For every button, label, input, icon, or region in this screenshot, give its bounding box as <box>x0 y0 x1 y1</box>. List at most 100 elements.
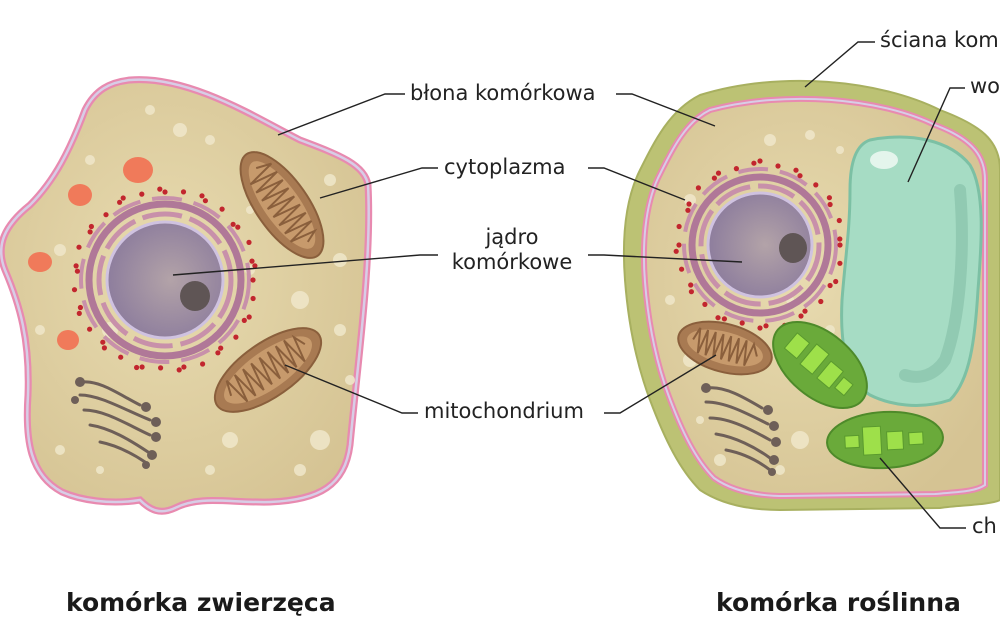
animal-mitochondrion-1 <box>239 151 325 259</box>
ribosome-dot <box>676 223 682 230</box>
ribosome-dot <box>241 317 247 323</box>
ribosome-dot <box>100 339 106 345</box>
ribosome-dot <box>246 314 252 320</box>
ribosome-dot <box>181 364 187 370</box>
plant-endoplasmic-reticulum <box>682 167 838 323</box>
ribosome-dot <box>117 199 123 205</box>
ribosome-dot <box>250 277 256 283</box>
ribosome-dot <box>233 334 239 340</box>
plant-cytoplasm-granules <box>665 130 844 475</box>
ribosome-dot <box>751 160 757 166</box>
ribosome-dot <box>673 248 679 254</box>
lysosome <box>28 252 52 272</box>
ribosome-dot <box>77 304 83 311</box>
ribosome-dot <box>139 364 145 370</box>
animal-cell-membrane-inner <box>0 78 370 513</box>
ribosome-dot <box>87 326 93 332</box>
ribosome-dot <box>134 364 140 371</box>
lysosome <box>57 330 79 350</box>
lysosomes <box>28 157 153 350</box>
ribosome-dot <box>215 350 221 356</box>
ribosome-dot <box>199 193 205 199</box>
label-cell-wall: ściana kom <box>880 28 999 52</box>
ribosome-dot <box>176 367 182 373</box>
ribosome-dot <box>219 206 225 212</box>
leader-nucleus-animal <box>172 254 438 276</box>
ribosome-dot <box>837 236 843 242</box>
ribosome-dot <box>818 298 824 305</box>
ribosome-dot <box>827 282 833 289</box>
ribosome-dot <box>688 282 694 288</box>
ribosome-dot <box>235 224 241 230</box>
ribosome-dot <box>695 185 702 191</box>
ribosome-dot <box>71 287 78 293</box>
ribosome-dot <box>180 189 187 195</box>
plant-golgi-vesicles <box>701 383 781 476</box>
ribosome-dot <box>797 173 803 179</box>
ribosome-dot <box>715 315 721 321</box>
ribosome-dot <box>733 166 740 172</box>
label-nucleus-line2: komórkowe <box>451 250 573 275</box>
title-animal-cell: komórka zwierzęca <box>66 588 336 617</box>
ribosome-dot <box>798 313 804 319</box>
lysosome <box>68 184 92 206</box>
ribosome-dot <box>688 289 695 295</box>
plant-golgi <box>704 386 772 472</box>
ribosome-dot <box>162 189 168 195</box>
ribosome-dot <box>202 198 208 204</box>
ribosome-dot <box>802 308 808 314</box>
leader-nucleus-plant <box>588 254 743 263</box>
plant-mitochondrion <box>677 320 773 376</box>
animal-nucleolus <box>180 281 210 311</box>
ribosome-dot <box>685 207 691 213</box>
animal-ribosomes <box>71 186 258 373</box>
ribosome-dot <box>252 263 258 269</box>
ribosome-dot <box>76 310 82 316</box>
ribosome-dot <box>836 217 842 224</box>
ribosome-dot <box>813 182 819 188</box>
ribosome-dot <box>139 191 145 197</box>
leader-chloroplast <box>879 457 966 529</box>
plant-cell-membrane-inner <box>642 97 986 498</box>
leader-mitochondrion-animal <box>284 364 418 414</box>
plant-chloroplast-2 <box>826 410 944 470</box>
leader-membrane-animal <box>277 93 405 136</box>
plant-nucleus <box>706 191 814 299</box>
animal-nucleus <box>105 220 225 340</box>
ribosome-dot <box>120 195 126 201</box>
title-plant-cell: komórka roślinna <box>716 588 961 617</box>
ribosome-dot <box>88 223 94 230</box>
label-nucleus-line1: jądro <box>485 225 539 249</box>
ribosome-dot <box>837 242 843 248</box>
ribosome-dot <box>230 221 236 227</box>
ribosome-dot <box>827 201 833 208</box>
label-nucleus: jądro komórkowe <box>440 225 584 275</box>
ribosome-dot <box>73 263 79 269</box>
leader-cell-wall <box>804 41 875 88</box>
ribosome-dot <box>833 278 839 285</box>
ribosome-dot <box>87 229 93 235</box>
label-chloroplast: ch <box>972 514 997 538</box>
animal-mitochondrion-2 <box>213 327 323 413</box>
leader-mitochondrion-plant <box>604 354 717 414</box>
ribosome-dot <box>249 258 255 264</box>
ribosome-dot <box>702 301 708 307</box>
plant-nucleolus <box>779 233 807 263</box>
ribosome-dot <box>775 163 781 169</box>
ribosome-dot <box>676 242 682 248</box>
ribosome-dot <box>679 266 685 272</box>
label-vacuole: wo <box>970 74 1000 98</box>
ribosome-dot <box>76 244 82 250</box>
animal-golgi-vesicles <box>71 377 161 469</box>
ribosome-dot <box>246 239 252 245</box>
plant-ribosomes <box>673 158 843 331</box>
ribosome-dot <box>837 260 843 266</box>
lysosome <box>123 157 153 183</box>
ribosome-dot <box>250 295 256 302</box>
ribosome-dot <box>157 186 163 192</box>
ribosome-dot <box>721 316 728 322</box>
leader-membrane-plant <box>616 93 716 127</box>
ribosome-dot <box>686 201 692 207</box>
animal-golgi <box>78 380 152 464</box>
leader-lines <box>172 41 966 529</box>
